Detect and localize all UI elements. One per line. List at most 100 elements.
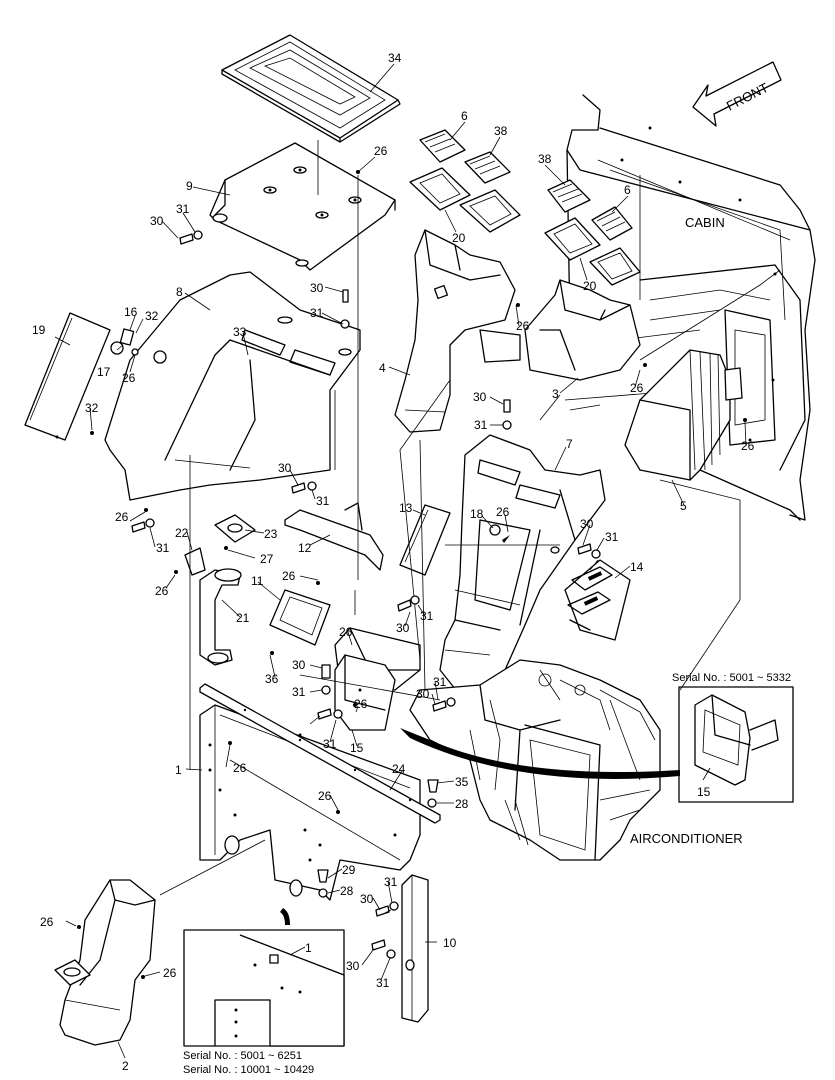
cabin-label: CABIN bbox=[685, 215, 725, 230]
part-label: 4 bbox=[379, 361, 386, 375]
part-label: 32 bbox=[145, 309, 159, 323]
part-label: 6 bbox=[624, 183, 631, 197]
fasteners bbox=[77, 170, 747, 979]
inset-part-1: Serial No. : 5001 ~ 6251 Serial No. : 10… bbox=[183, 929, 345, 1076]
part-2-air-duct bbox=[54, 879, 156, 1046]
part-label: 15 bbox=[350, 741, 364, 755]
part-6-38-vent-grilles bbox=[409, 129, 641, 286]
part-label: 30 bbox=[416, 687, 430, 701]
part-1-main-plate bbox=[199, 704, 421, 901]
part-8-side-panel bbox=[104, 271, 361, 501]
part-label: 26 bbox=[339, 625, 353, 639]
part-24-strip bbox=[199, 683, 441, 824]
part-label: 5 bbox=[680, 499, 687, 513]
part-14-control-unit bbox=[564, 559, 631, 641]
front-arrow: FRONT bbox=[692, 61, 782, 127]
part-label: 30 bbox=[473, 390, 487, 404]
part-label: 30 bbox=[396, 621, 410, 635]
part-label: 19 bbox=[32, 323, 46, 337]
part-label: 30 bbox=[278, 461, 292, 475]
part-3-air-duct bbox=[524, 279, 641, 381]
part-15-bracket bbox=[334, 654, 396, 731]
part-label: 31 bbox=[176, 202, 190, 216]
part-10-strip bbox=[401, 874, 429, 1023]
part-label: 26 bbox=[163, 966, 177, 980]
part-label: 32 bbox=[85, 401, 99, 415]
part-label: 35 bbox=[455, 775, 469, 789]
part-label: 31 bbox=[310, 306, 324, 320]
part-12-bracket bbox=[284, 502, 384, 571]
part-label: 3 bbox=[552, 387, 559, 401]
part-label: 26 bbox=[115, 510, 129, 524]
part-5-air-duct bbox=[624, 349, 743, 481]
part-label: 22 bbox=[175, 526, 189, 540]
part-label: 7 bbox=[566, 437, 573, 451]
part-label: 8 bbox=[176, 285, 183, 299]
part-label: 31 bbox=[323, 737, 337, 751]
part-label: 11 bbox=[251, 574, 264, 588]
part-label: 27 bbox=[260, 552, 274, 566]
serial-range-right: Serial No. : 5001 ~ 5332 bbox=[672, 672, 791, 684]
part-label: 30 bbox=[292, 658, 306, 672]
part-label: 30 bbox=[346, 959, 360, 973]
part-7-console-panel bbox=[439, 434, 606, 711]
part-label: 18 bbox=[470, 507, 484, 521]
part-label: 26 bbox=[741, 439, 755, 453]
part-label: 38 bbox=[538, 152, 552, 166]
part-label: 14 bbox=[630, 560, 644, 574]
part-23-grommet bbox=[214, 514, 256, 543]
inset-part-15: Serial No. : 5001 ~ 5332 bbox=[672, 672, 794, 803]
part-label: 30 bbox=[150, 214, 164, 228]
part-label: 31 bbox=[433, 675, 447, 689]
part-label: 20 bbox=[583, 279, 597, 293]
part-label: 1 bbox=[305, 941, 312, 955]
part-13-cover bbox=[399, 504, 451, 576]
part-label: 26 bbox=[630, 381, 644, 395]
part-label: 31 bbox=[605, 530, 619, 544]
part-label: 31 bbox=[384, 875, 398, 889]
part-19-cover-plate bbox=[24, 312, 111, 441]
part-label: 24 bbox=[392, 762, 406, 776]
part-label: 31 bbox=[376, 976, 390, 990]
part-label: 28 bbox=[455, 797, 469, 811]
part-label: 30 bbox=[360, 892, 374, 906]
part-21-pipe bbox=[184, 547, 242, 666]
part-number-labels: 34 26 6 38 9 31 30 38 6 20 20 8 30 16 32… bbox=[32, 51, 755, 1073]
part-label: 26 bbox=[122, 371, 136, 385]
part-label: 21 bbox=[236, 611, 250, 625]
part-label: 15 bbox=[697, 785, 711, 799]
part-label: 34 bbox=[388, 51, 402, 65]
part-label: 31 bbox=[316, 494, 330, 508]
part-label: 26 bbox=[40, 915, 54, 929]
cabin-wall: CABIN bbox=[564, 94, 816, 521]
part-label: 31 bbox=[292, 685, 306, 699]
part-label: 33 bbox=[233, 325, 247, 339]
part-label: 26 bbox=[282, 569, 296, 583]
part-label: 2 bbox=[122, 1059, 129, 1073]
part-label: 9 bbox=[186, 179, 193, 193]
airconditioner-unit: AIRCONDITIONER bbox=[400, 659, 743, 861]
part-label: 10 bbox=[443, 936, 457, 950]
part-label: 26 bbox=[155, 584, 169, 598]
part-label: 26 bbox=[354, 697, 368, 711]
serial-range-left-1: Serial No. : 5001 ~ 6251 bbox=[183, 1050, 302, 1062]
airconditioner-label: AIRCONDITIONER bbox=[630, 831, 743, 846]
part-16-17-fasteners bbox=[110, 328, 139, 356]
part-label: 38 bbox=[494, 124, 508, 138]
part-label: 12 bbox=[298, 541, 312, 555]
part-9-top-cover bbox=[209, 142, 396, 271]
part-label: 26 bbox=[318, 789, 332, 803]
part-label: 26 bbox=[374, 144, 388, 158]
part-label: 16 bbox=[124, 305, 138, 319]
part-label: 26 bbox=[496, 505, 510, 519]
part-label: 26 bbox=[516, 319, 530, 333]
part-label: 17 bbox=[97, 365, 111, 379]
part-label: 31 bbox=[156, 541, 170, 555]
part-label: 23 bbox=[264, 527, 278, 541]
assembly-lines bbox=[159, 140, 781, 925]
part-4-air-duct bbox=[394, 229, 521, 433]
part-label: 1 bbox=[175, 763, 182, 777]
part-label: 36 bbox=[265, 672, 279, 686]
